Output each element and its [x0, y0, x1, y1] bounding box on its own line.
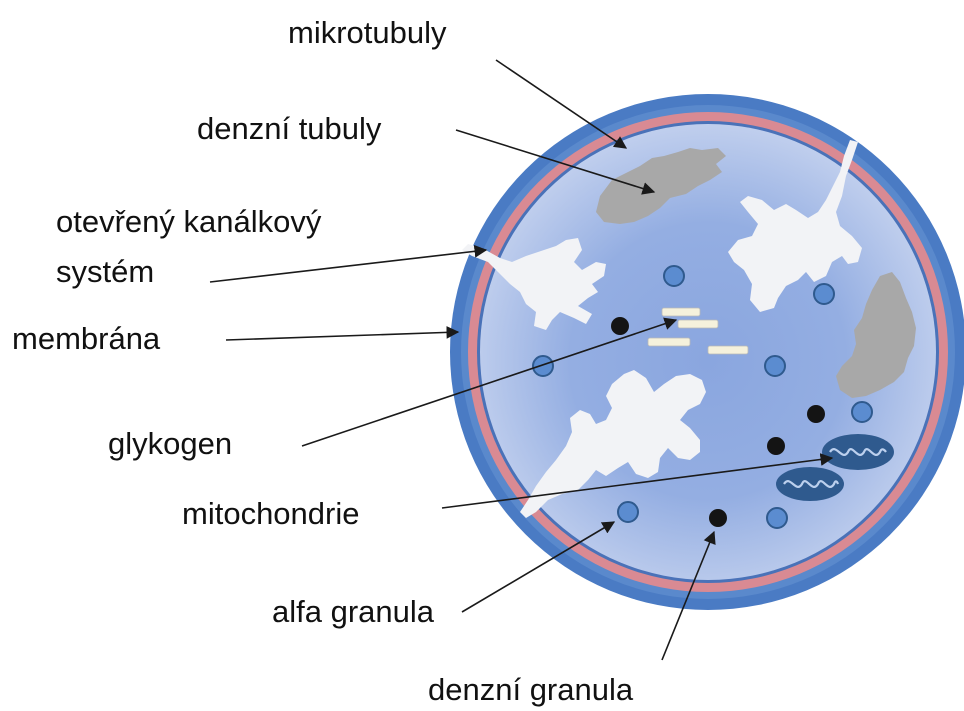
glycogen-particle: [708, 346, 748, 354]
label-glykogen: glykogen: [108, 426, 232, 461]
label-alfa-granula: alfa granula: [272, 594, 435, 629]
mitochondrion: [776, 467, 844, 501]
label-mitochondrie: mitochondrie: [182, 496, 359, 531]
label-otevreny-line2: systém: [56, 254, 154, 289]
glycogen-particle: [678, 320, 718, 328]
glycogen-particle: [662, 308, 700, 316]
dense-granule: [807, 405, 825, 423]
dense-granule: [767, 437, 785, 455]
label-denzni-granula: denzní granula: [428, 672, 634, 707]
arrow-otevreny-system: [210, 250, 486, 282]
alpha-granule: [767, 508, 787, 528]
alpha-granule: [852, 402, 872, 422]
label-membrana: membrána: [12, 321, 161, 356]
dense-granule: [709, 509, 727, 527]
mitochondrion: [822, 434, 894, 470]
label-mikrotubuly: mikrotubuly: [288, 15, 447, 50]
dense-granule: [611, 317, 629, 335]
alpha-granule: [765, 356, 785, 376]
arrow-membrana: [226, 332, 458, 340]
arrow-mikrotubuly: [496, 60, 626, 148]
alpha-granule: [664, 266, 684, 286]
label-denzni-tubuly: denzní tubuly: [197, 111, 382, 146]
label-otevreny-line1: otevřený kanálkový: [56, 204, 322, 239]
glycogen-particle: [648, 338, 690, 346]
alpha-granule: [618, 502, 638, 522]
alpha-granule: [533, 356, 553, 376]
alpha-granule: [814, 284, 834, 304]
